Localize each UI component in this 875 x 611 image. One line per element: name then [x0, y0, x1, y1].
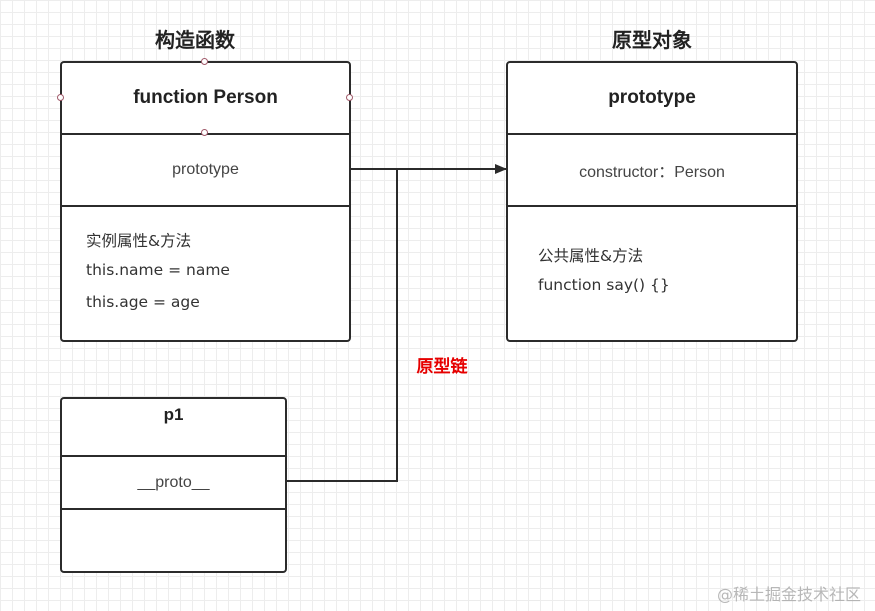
- constructor-heading: 构造函数: [155, 28, 235, 52]
- constructor-field-section: prototype: [62, 133, 349, 205]
- instance-empty-section: [62, 508, 285, 571]
- prototype-chain-label: 原型链: [416, 357, 468, 377]
- prototype-field: prototype: [172, 161, 239, 178]
- instance-title: p1: [163, 405, 184, 424]
- prototype-members-section: 公共属性&方法 function say() {}: [508, 205, 796, 340]
- instance-members-heading: 实例属性&方法: [86, 232, 192, 250]
- constructor-title-section: function Person: [62, 63, 349, 133]
- proto-field: __proto__: [137, 473, 210, 491]
- prototype-box[interactable]: prototype constructor：Person 公共属性&方法 fun…: [506, 61, 798, 342]
- prototype-title: prototype: [608, 87, 696, 108]
- constructor-field: constructor：Person: [579, 164, 725, 181]
- prototype-object-heading: 原型对象: [612, 28, 692, 52]
- constructor-title: function Person: [133, 87, 278, 108]
- say-method: function say() {}: [538, 276, 670, 294]
- public-members-heading: 公共属性&方法: [538, 247, 644, 265]
- prototype-title-section: prototype: [508, 63, 796, 133]
- instance-field-section: __proto__: [62, 455, 285, 508]
- name-member: this.name = name: [86, 261, 230, 279]
- resize-handle-right[interactable]: [346, 94, 353, 101]
- age-member: this.age = age: [86, 293, 200, 311]
- prototype-field-section: constructor：Person: [508, 133, 796, 205]
- constructor-members-section: 实例属性&方法 this.name = name this.age = age: [62, 205, 349, 340]
- resize-handle-bottom[interactable]: [201, 129, 208, 136]
- constructor-box[interactable]: function Person prototype 实例属性&方法 this.n…: [60, 61, 351, 342]
- instance-box[interactable]: p1 __proto__: [60, 397, 287, 573]
- instance-title-section: p1: [62, 399, 285, 455]
- watermark: @稀土掘金技术社区: [716, 585, 861, 604]
- resize-handle-top[interactable]: [201, 58, 208, 65]
- resize-handle-left[interactable]: [57, 94, 64, 101]
- proto-chain-line: [287, 169, 398, 482]
